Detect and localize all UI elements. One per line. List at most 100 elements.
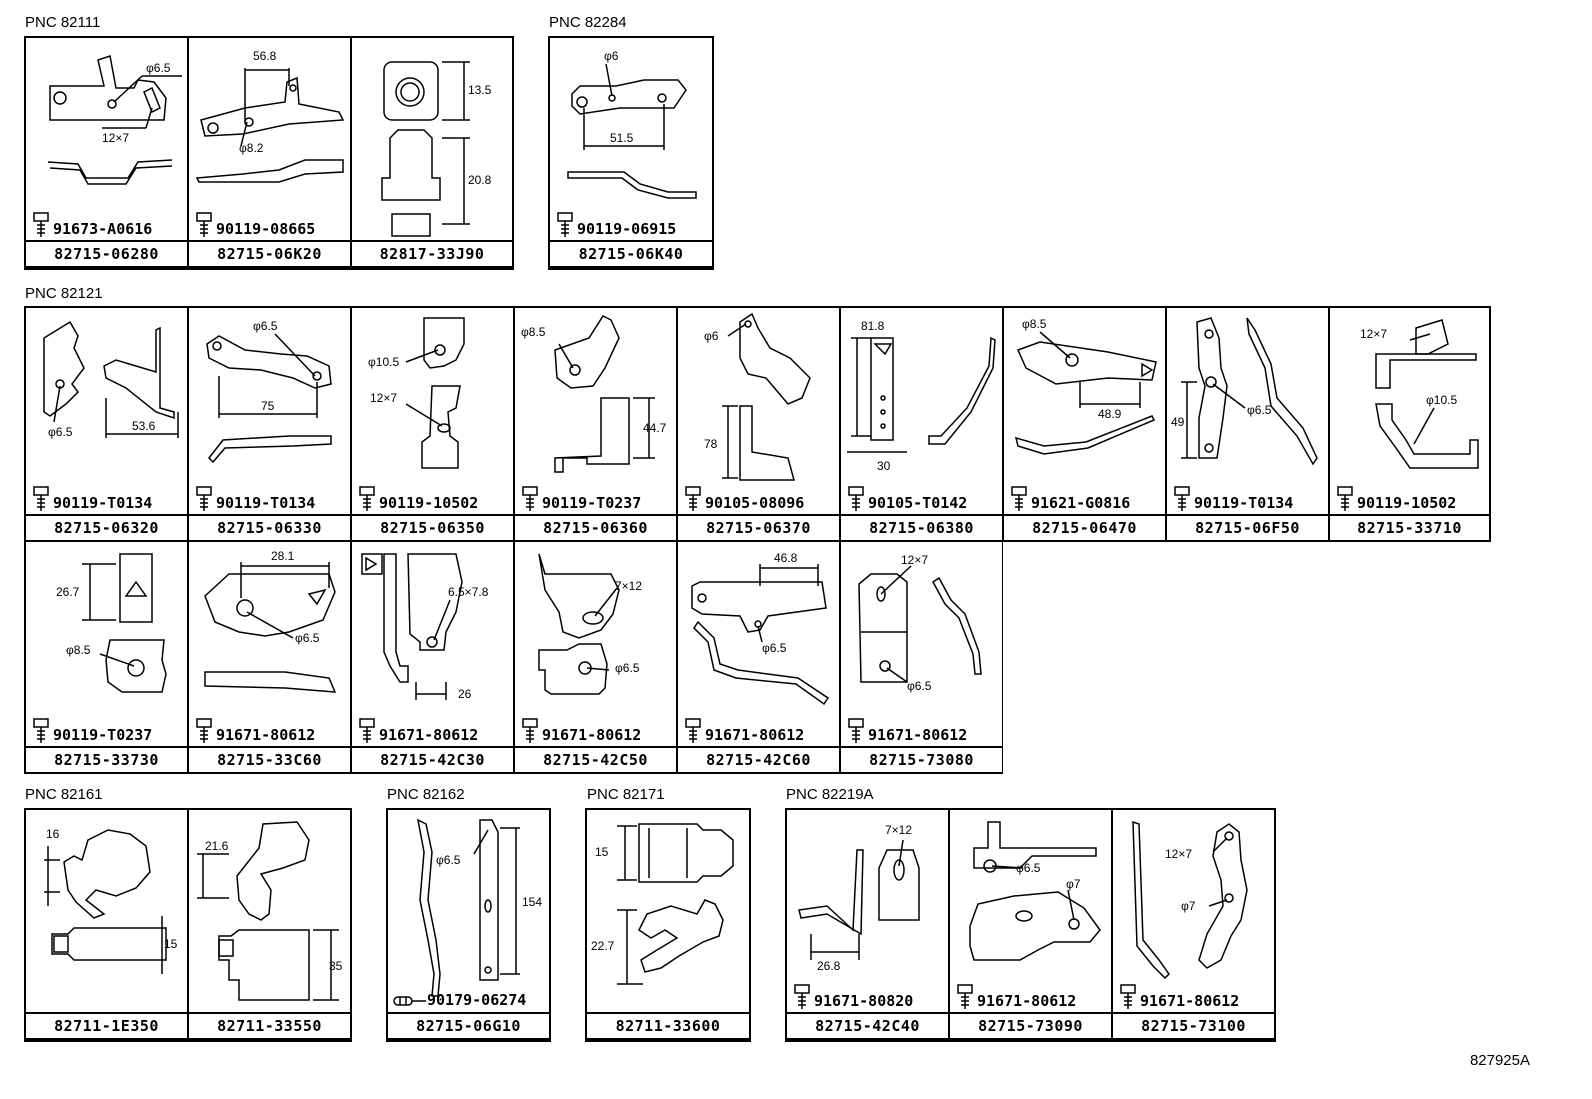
part-card[interactable]: 49 φ6.5 90119-T0134 82715-06F50 <box>1167 308 1330 542</box>
bolt-part-number[interactable]: 90119-08665 <box>216 220 316 238</box>
part-number[interactable]: 82715-06350 <box>352 514 513 540</box>
part-card[interactable]: φ6 51.5 90119-06915 82715-06K40 <box>550 38 712 268</box>
part-card[interactable]: 7×12 φ6.5 91671-80612 82715-42C50 <box>515 542 678 772</box>
part-number[interactable]: 82715-73080 <box>841 746 1002 772</box>
part-card[interactable]: 16 15 82711-1E350 <box>26 810 189 1040</box>
part-card[interactable]: 13.5 20.8 82817-33J90 <box>352 38 512 268</box>
part-card[interactable]: φ8.5 44.7 90119-T0237 82715-06360 <box>515 308 678 542</box>
part-number[interactable]: 82711-33550 <box>189 1012 350 1038</box>
part-card[interactable]: 28.1 φ6.5 91671-80612 82715-33C60 <box>189 542 352 772</box>
bolt-icon <box>1120 984 1136 1009</box>
part-number[interactable]: 82715-33730 <box>26 746 187 772</box>
bolt-part-number[interactable]: 90119-T0134 <box>53 494 153 512</box>
bolt-part-number[interactable]: 90119-T0237 <box>542 494 642 512</box>
dim-label: 22.7 <box>591 939 615 953</box>
part-card[interactable]: φ6.5 154 90179-06274 82715-06G10 <box>388 810 549 1040</box>
part-card[interactable]: 15 22.7 82711-33600 <box>587 810 749 1040</box>
bolt-callout: 90119-10502 <box>1334 485 1456 511</box>
bolt-part-number[interactable]: 90119-10502 <box>1357 494 1457 512</box>
dim-label: φ6.5 <box>1016 861 1041 875</box>
part-number[interactable]: 82715-06320 <box>26 514 187 540</box>
part-card[interactable]: 56.8 φ8.2 90119-08665 82715-06K20 <box>189 38 352 268</box>
part-number[interactable]: 82715-06F50 <box>1167 514 1328 540</box>
part-number[interactable]: 82715-33710 <box>1330 514 1489 540</box>
part-number[interactable]: 82715-06360 <box>515 514 676 540</box>
bolt-part-number[interactable]: 91671-80612 <box>977 992 1077 1010</box>
dim-label: φ8.5 <box>1022 317 1047 331</box>
part-drawing: 15 22.7 <box>591 810 749 1010</box>
part-card[interactable]: 12×7 φ6.5 91671-80612 82715-73080 <box>841 542 1004 772</box>
part-number[interactable]: 82715-06470 <box>1004 514 1165 540</box>
bolt-part-number[interactable]: 91621-G0816 <box>1031 494 1131 512</box>
part-number[interactable]: 82715-06G10 <box>388 1012 549 1038</box>
part-card[interactable]: 6.5×7.8 26 91671-80612 82715-42C30 <box>352 542 515 772</box>
part-number[interactable]: 82715-73090 <box>950 1012 1111 1038</box>
part-card[interactable]: φ6.5 75 90119-T0134 82715-06330 <box>189 308 352 542</box>
bolt-part-number[interactable]: 90105-08096 <box>705 494 805 512</box>
part-drawing: 16 15 <box>26 827 178 1010</box>
part-drawing: φ6.5 53.6 <box>26 308 189 439</box>
part-number[interactable]: 82711-1E350 <box>26 1012 187 1038</box>
part-number[interactable]: 82715-06K40 <box>550 240 712 266</box>
part-number[interactable]: 82715-06380 <box>841 514 1002 540</box>
part-card[interactable]: φ8.5 48.9 91621-G0816 82715-06470 <box>1004 308 1167 542</box>
part-card[interactable]: 21.6 35 82711-33550 <box>189 810 350 1040</box>
dim-label: 12×7 <box>102 131 129 145</box>
bolt-part-number[interactable]: 90119-T0237 <box>53 726 153 744</box>
group-82284: φ6 51.5 90119-06915 82715-06K40 <box>548 36 714 270</box>
bolt-icon <box>848 486 864 511</box>
part-card[interactable]: 12×7 φ10.5 90119-10502 82715-33710 <box>1330 308 1489 542</box>
part-card[interactable]: φ6 78 90105-08096 82715-06370 <box>678 308 841 542</box>
bolt-part-number[interactable]: 90119-T0134 <box>1194 494 1294 512</box>
bolt-icon <box>522 486 538 511</box>
bolt-part-number[interactable]: 91671-80612 <box>868 726 968 744</box>
bolt-part-number[interactable]: 91671-80612 <box>542 726 642 744</box>
part-card[interactable]: 81.8 30 90105-T0142 82715-06380 <box>841 308 1004 542</box>
dim-label: φ7 <box>1181 899 1196 913</box>
part-number[interactable]: 82715-06K20 <box>189 240 350 266</box>
bolt-part-number[interactable]: 90119-10502 <box>379 494 479 512</box>
part-number[interactable]: 82715-33C60 <box>189 746 350 772</box>
bolt-part-number[interactable]: 91671-80612 <box>216 726 316 744</box>
dim-label: 21.6 <box>205 839 229 853</box>
part-card[interactable]: 7×12 26.8 91671-80820 82715-42C40 <box>787 810 950 1040</box>
part-card[interactable]: φ6.5 φ7 91671-80612 82715-73090 <box>950 810 1113 1040</box>
bolt-part-number[interactable]: 91673-A0616 <box>53 220 153 238</box>
dim-label: 12×7 <box>1360 327 1387 341</box>
part-number[interactable]: 82715-06370 <box>678 514 839 540</box>
part-number[interactable]: 82817-33J90 <box>352 240 512 266</box>
part-number[interactable]: 82715-42C30 <box>352 746 513 772</box>
part-drawing: φ8.5 44.7 <box>521 308 667 508</box>
bolt-part-number[interactable]: 91671-80820 <box>814 992 914 1010</box>
part-card[interactable]: 26.7 φ8.5 90119-T0237 82715-33730 <box>26 542 189 772</box>
bolt-part-number[interactable]: 90105-T0142 <box>868 494 968 512</box>
part-number[interactable]: 82715-73100 <box>1113 1012 1274 1038</box>
bolt-part-number[interactable]: 90119-06915 <box>577 220 677 238</box>
part-card[interactable]: φ6.5 12×7 91673-A0616 82715-06280 <box>26 38 189 268</box>
part-number[interactable]: 82715-06280 <box>26 240 187 266</box>
part-drawing: 12×7 φ10.5 <box>1360 308 1489 508</box>
group-82162: φ6.5 154 90179-06274 82715-06G10 <box>386 808 551 1042</box>
part-drawing: φ6.5 75 <box>189 319 352 508</box>
bolt-callout: 91671-80612 <box>682 717 804 743</box>
bolt-part-number[interactable]: 91671-80612 <box>705 726 805 744</box>
part-card[interactable]: 46.8 φ6.5 91671-80612 82715-42C60 <box>678 542 841 772</box>
part-number[interactable]: 82715-42C50 <box>515 746 676 772</box>
part-number[interactable]: 82715-42C60 <box>678 746 839 772</box>
bolt-icon <box>359 486 375 511</box>
bolt-icon <box>33 718 49 743</box>
part-number[interactable]: 82715-06330 <box>189 514 350 540</box>
part-card[interactable]: φ6.5 53.6 90119-T0134 82715-06320 <box>26 308 189 542</box>
part-number[interactable]: 82711-33600 <box>587 1012 749 1038</box>
bolt-part-number[interactable]: 91671-80612 <box>1140 992 1240 1010</box>
bolt-part-number[interactable]: 90179-06274 <box>427 991 527 1009</box>
dim-label: φ6.5 <box>1247 403 1272 417</box>
part-number[interactable]: 82715-42C40 <box>787 1012 948 1038</box>
part-card[interactable]: φ10.5 12×7 90119-10502 82715-06350 <box>352 308 515 542</box>
bolt-part-number[interactable]: 90119-T0134 <box>216 494 316 512</box>
dim-label: 56.8 <box>253 49 277 63</box>
dim-label: 12×7 <box>1165 847 1192 861</box>
bolt-part-number[interactable]: 91671-80612 <box>379 726 479 744</box>
bolt-icon <box>33 486 49 511</box>
part-card[interactable]: 12×7 φ7 91671-80612 82715-73100 <box>1113 810 1274 1040</box>
